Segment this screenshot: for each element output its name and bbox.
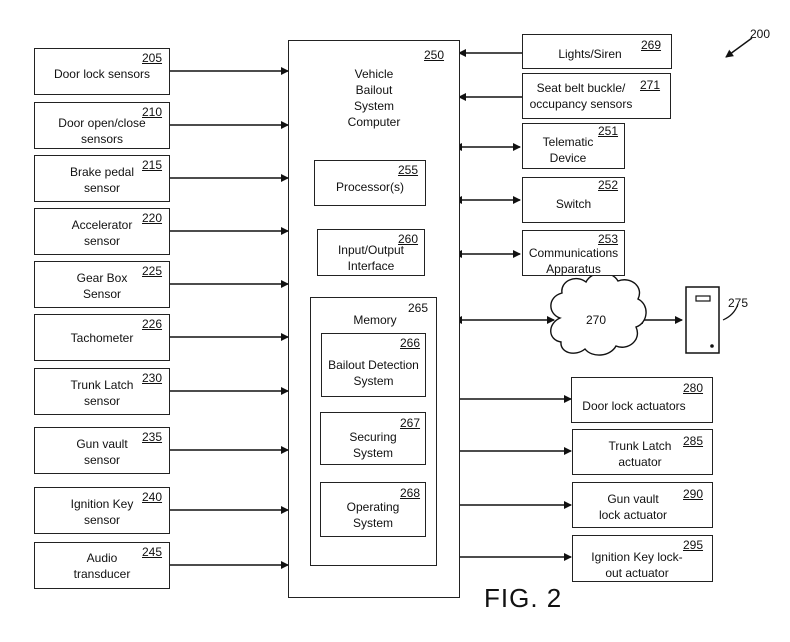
- telematic-device-box: [522, 123, 625, 169]
- ref-295: 295: [683, 538, 704, 552]
- ref-266: 266: [400, 336, 421, 350]
- gun-vault-actuator-label: Gun vault lock actuator: [598, 492, 668, 522]
- seat-belt-box: [522, 73, 671, 119]
- processor-box: [314, 160, 426, 206]
- network-cloud: [550, 272, 647, 356]
- ref-268: 268: [400, 486, 421, 500]
- door-lock-actuators-box: [571, 377, 713, 423]
- ref-230: 230: [142, 371, 163, 385]
- bailout-detection-box: [321, 333, 426, 397]
- ref-265: 265: [408, 301, 429, 315]
- input-box-235: [34, 427, 170, 474]
- ref-280: 280: [683, 381, 704, 395]
- figure-caption: FIG. 2: [484, 583, 563, 613]
- securing-system-box: [320, 412, 426, 465]
- ref-271: 271: [640, 78, 661, 92]
- ref-253: 253: [598, 232, 619, 246]
- input-box-205: [34, 48, 170, 95]
- ref-235: 235: [142, 430, 163, 444]
- ref-251: 251: [598, 124, 619, 138]
- trunk-latch-actuator-box: [572, 429, 713, 475]
- operating-system-label: Operating System: [346, 500, 400, 530]
- ref-220: 220: [142, 211, 163, 225]
- input-box-230: [34, 368, 170, 415]
- figure-ref-arrow: [725, 37, 753, 58]
- server-leader: [722, 303, 739, 321]
- seat-belt-label: Seat belt buckle/ occupancy sensors: [529, 81, 633, 111]
- ref-290: 290: [683, 487, 704, 501]
- lights-siren-label: Lights/Siren: [558, 47, 622, 61]
- gun-vault-actuator-box: [572, 482, 713, 528]
- communications-apparatus-box: [522, 230, 625, 276]
- trunk-latch-actuator-label: Trunk Latch actuator: [608, 439, 672, 469]
- input-box-215: [34, 155, 170, 202]
- tachometer-label: Tachometer: [70, 331, 134, 345]
- ref-215: 215: [142, 158, 163, 172]
- door-lock-actuators-label: Door lock actuators: [582, 399, 686, 413]
- input-box-225: [34, 261, 170, 308]
- door-lock-sensors-label: Door lock sensors: [53, 67, 151, 81]
- bailout-detection-label: Bailout Detection System: [328, 358, 419, 388]
- io-interface-box: [317, 229, 425, 276]
- memory-label: Memory: [353, 313, 397, 327]
- figure-ref: 200: [750, 27, 771, 41]
- trunk-latch-sensor-label: Trunk Latch sensor: [70, 378, 134, 408]
- ref-260: 260: [398, 232, 419, 246]
- input-box-220: [34, 208, 170, 255]
- ignition-key-actuator-box: [572, 535, 713, 582]
- ref-255: 255: [398, 163, 419, 177]
- brake-pedal-sensor-label: Brake pedal sensor: [69, 165, 135, 195]
- telematic-device-label: Telematic Device: [542, 135, 594, 165]
- ref-285: 285: [683, 434, 704, 448]
- accelerator-sensor-label: Accelerator sensor: [71, 218, 133, 248]
- ref-240: 240: [142, 490, 163, 504]
- input-box-226: [34, 314, 170, 361]
- securing-system-label: Securing System: [349, 430, 397, 460]
- gear-box-sensor-label: Gear Box Sensor: [76, 271, 128, 301]
- gun-vault-sensor-label: Gun vault sensor: [76, 437, 128, 467]
- audio-transducer-label: Audio transducer: [73, 551, 131, 581]
- lights-siren-box: [522, 34, 672, 69]
- ignition-key-sensor-label: Ignition Key sensor: [70, 497, 134, 527]
- input-box-240: [34, 487, 170, 534]
- ref-245: 245: [142, 545, 163, 559]
- ref-225: 225: [142, 264, 163, 278]
- input-box-210: [34, 102, 170, 149]
- processor-label: Processor(s): [335, 180, 404, 194]
- ref-252: 252: [598, 178, 619, 192]
- door-open-close-sensors-label: Door open/close sensors: [58, 116, 146, 146]
- switch-box: [522, 177, 625, 223]
- ref-269: 269: [641, 38, 662, 52]
- io-interface-label: Input/Output Interface: [337, 243, 405, 273]
- ref-205: 205: [142, 51, 163, 65]
- computer-label: Vehicle Bailout System Computer: [347, 67, 401, 129]
- ref-275: 275: [728, 296, 749, 310]
- server-icon: [685, 286, 720, 354]
- ref-210: 210: [142, 105, 163, 119]
- ref-270: 270: [586, 313, 607, 327]
- switch-label: Switch: [555, 197, 592, 211]
- operating-system-box: [320, 482, 426, 537]
- ref-250: 250: [424, 48, 445, 62]
- ref-226: 226: [142, 317, 163, 331]
- ref-267: 267: [400, 416, 421, 430]
- ignition-key-actuator-label: Ignition Key lock- out actuator: [591, 550, 683, 580]
- communications-apparatus-label: Communications Apparatus: [528, 246, 619, 276]
- input-box-245: [34, 542, 170, 589]
